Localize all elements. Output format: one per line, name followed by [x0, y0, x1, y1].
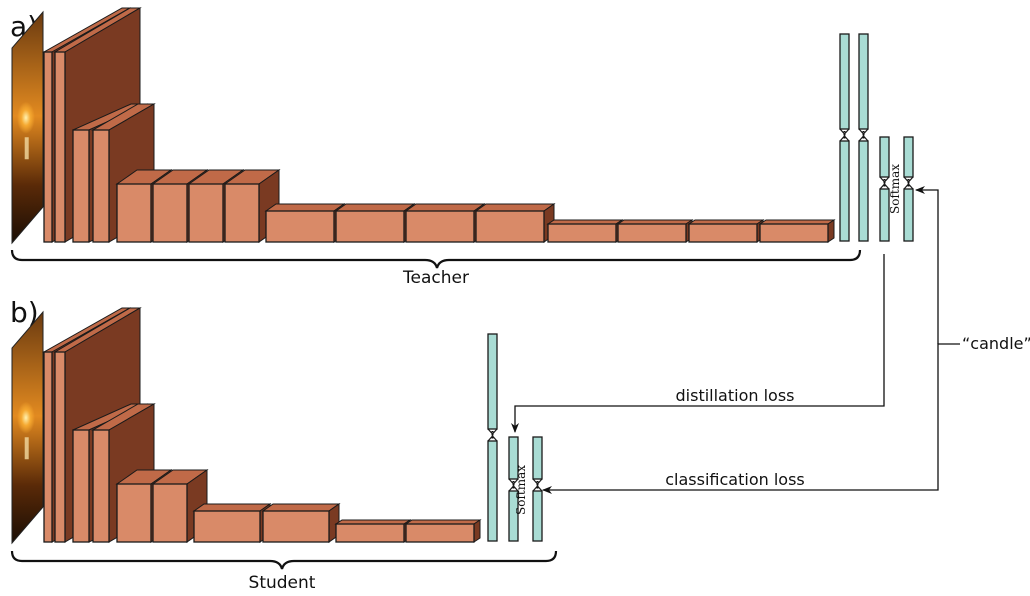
classification-loss-label: classification loss: [665, 470, 804, 489]
student-conv-block-4-2: [261, 503, 341, 543]
teacher-softmax-label: Softmax: [888, 164, 902, 214]
student-fc-layer-2: [508, 436, 519, 542]
teacher-brace: [10, 249, 862, 269]
conv-block-3-4: [223, 169, 281, 243]
conv-block-5-3: [687, 219, 765, 243]
student-brace: [10, 550, 558, 570]
conv-block-5-4: [758, 219, 836, 243]
student-conv-block-5-1: [334, 519, 412, 543]
teacher-network: [11, 7, 914, 245]
softmax-layer-teacher: [903, 136, 914, 242]
conv-block-4-1: [264, 203, 346, 243]
conv-block-5-2: [616, 219, 694, 243]
teacher-label: Teacher: [402, 268, 469, 288]
conv-block-4-4: [474, 203, 556, 243]
softmax-layer-student: [532, 436, 543, 542]
distillation-loss-arrow: [511, 254, 885, 433]
target-class-label: “candle”: [962, 334, 1030, 353]
fc-layer-1: [839, 33, 850, 242]
conv-block-5-1: [546, 219, 624, 243]
conv-block-4-3: [404, 203, 486, 243]
conv-block-4-2: [334, 203, 416, 243]
fc-layer-3: [879, 136, 890, 242]
classification-loss-arrow: [542, 343, 960, 494]
input-image-teacher: [11, 10, 44, 245]
target-to-teacher-arrow: [915, 186, 939, 344]
fc-layer-2: [858, 33, 869, 242]
input-image-student: [11, 310, 44, 545]
distillation-loss-label: distillation loss: [676, 386, 795, 405]
student-conv-block-4-1: [192, 503, 272, 543]
student-network: [11, 307, 543, 545]
student-fc-layer-1: [487, 333, 498, 542]
student-label: Student: [249, 573, 316, 593]
student-conv-block-5-2: [404, 519, 482, 543]
student-softmax-label: Softmax: [514, 465, 528, 515]
